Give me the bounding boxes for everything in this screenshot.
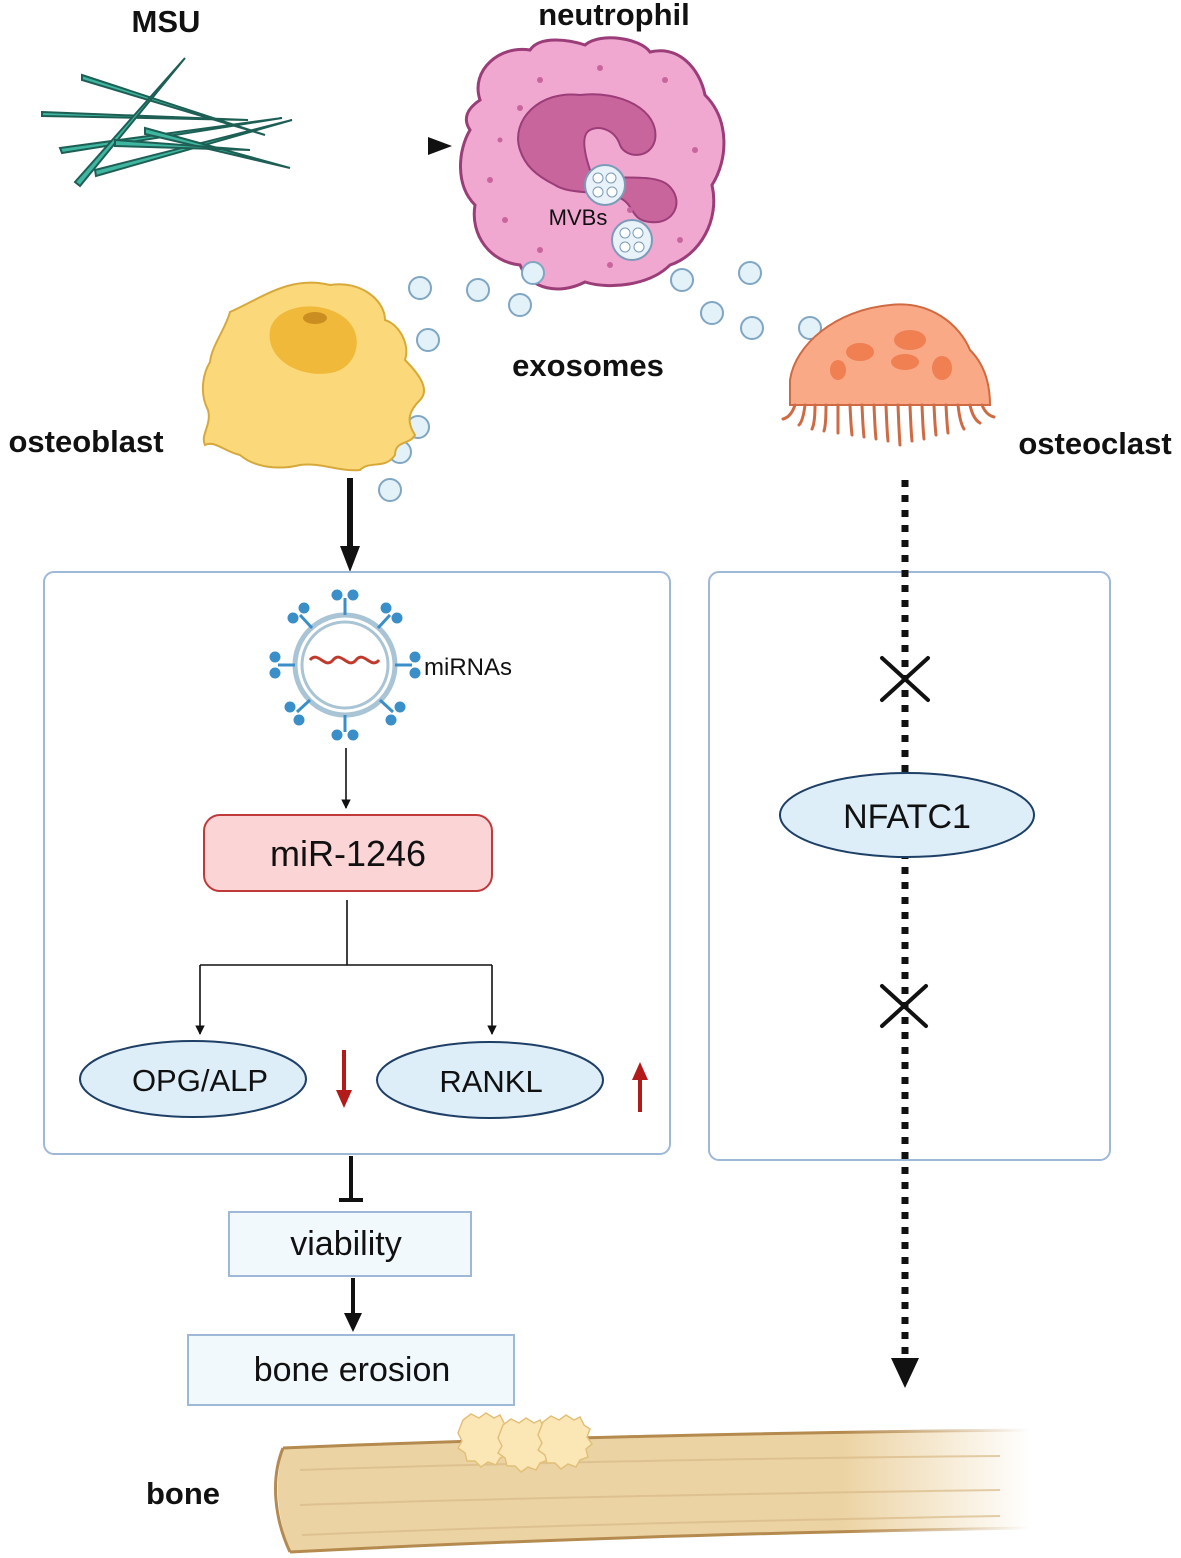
mvbs-label: MVBs xyxy=(549,205,608,230)
bone-erosion-label: bone erosion xyxy=(254,1351,451,1389)
exosome-particles xyxy=(378,261,822,502)
osteoblast-pathway-panel xyxy=(43,571,671,1155)
mir-1246-box xyxy=(203,814,493,892)
mvb-vesicle-2 xyxy=(611,219,653,261)
osteoblast-to-panel-arrow xyxy=(340,478,360,572)
msu-label: MSU xyxy=(132,4,201,39)
neutrophil-cell xyxy=(459,36,726,291)
osteoblast-cell xyxy=(202,281,425,472)
opg-alp-ellipse xyxy=(79,1040,307,1118)
viability-to-erosion-arrow xyxy=(344,1278,362,1332)
bone-shaft xyxy=(274,1428,1031,1554)
mirnas-label: miRNAs xyxy=(424,654,512,681)
msu-to-neutrophil-arrow xyxy=(278,137,452,155)
block-x-icon-2 xyxy=(880,984,928,1028)
osteoclast-cell xyxy=(781,303,996,447)
bone-erosion-sites xyxy=(457,1412,594,1473)
osteoclast-pathway-panel xyxy=(708,571,1111,1161)
viability-box xyxy=(228,1211,472,1277)
rankl-label: RANKL xyxy=(439,1064,542,1099)
up-arrow-icon xyxy=(632,1062,648,1112)
mir-1246-label: miR-1246 xyxy=(270,833,426,874)
msu-crystals xyxy=(41,57,293,188)
neutrophil-label: neutrophil xyxy=(538,0,690,32)
inhibition-connector xyxy=(339,1156,363,1202)
down-arrow-icon xyxy=(336,1050,352,1108)
mir-branch-connector xyxy=(195,900,497,1035)
osteoblast-label: osteoblast xyxy=(8,424,163,459)
osteoclast-label: osteoclast xyxy=(1018,426,1171,461)
nfatc1-label: NFATC1 xyxy=(843,798,971,836)
osteoclast-dotted-arrow xyxy=(891,480,919,1388)
viability-label: viability xyxy=(290,1225,401,1263)
block-x-icon-1 xyxy=(880,656,930,702)
bone-erosion-box xyxy=(187,1334,515,1406)
nfatc1-ellipse xyxy=(779,772,1035,858)
rankl-ellipse xyxy=(376,1041,604,1119)
bone-label: bone xyxy=(146,1476,220,1511)
exosome-mirna-icon xyxy=(269,589,421,741)
mvb-vesicle-1 xyxy=(584,164,626,206)
exosomes-label: exosomes xyxy=(512,348,664,383)
opg-alp-label: OPG/ALP xyxy=(132,1063,268,1098)
